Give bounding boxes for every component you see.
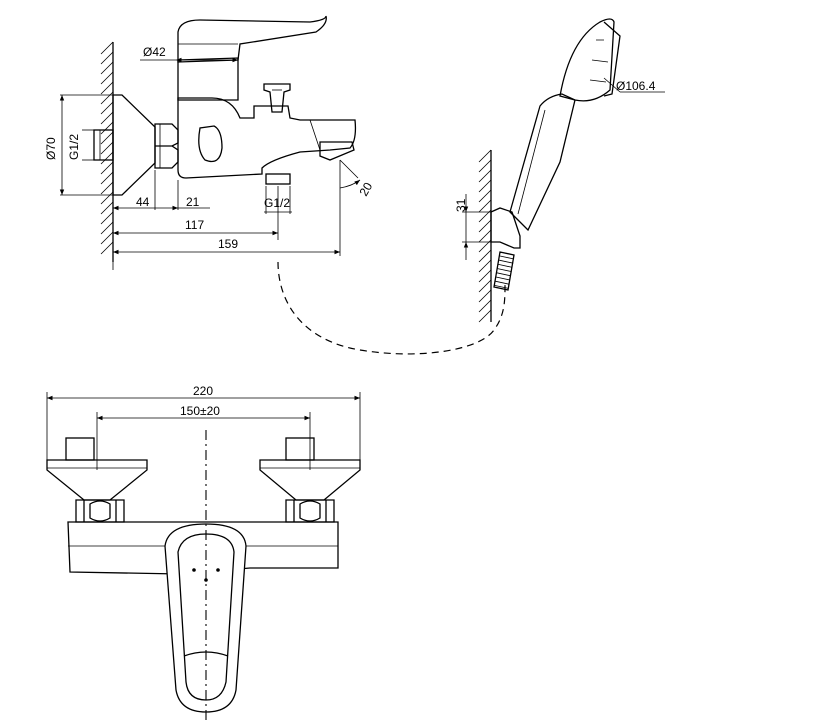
connection-nut <box>154 123 179 169</box>
inlet-pipe <box>93 129 114 161</box>
dim-21: 21 <box>186 195 200 209</box>
shower-head <box>559 18 615 102</box>
cartridge <box>177 57 239 101</box>
left-nut <box>75 499 125 523</box>
front-view: 220 150±20 <box>46 384 361 722</box>
dim-flange-diameter: Ø70 <box>44 137 58 160</box>
dim-spout-angle: 20 <box>356 180 375 199</box>
dim-159: 159 <box>218 237 238 251</box>
dim-handle-diameter: Ø42 <box>143 45 166 59</box>
front-mixer-body <box>67 521 339 575</box>
dim-outlet-thread: G1/2 <box>264 196 290 210</box>
mixer-body <box>177 97 357 179</box>
body-detail <box>198 125 223 163</box>
spout-tip <box>319 141 355 161</box>
dim-shower-head-diameter: Ø106.4 <box>616 79 656 93</box>
shower-holder <box>490 207 521 249</box>
shower-outlet <box>265 173 291 185</box>
shower-hose <box>277 261 506 355</box>
right-nut <box>285 499 335 523</box>
dim-overall-width: 220 <box>193 384 213 398</box>
front-lever-inner <box>177 533 235 701</box>
diverter-knob <box>263 83 291 113</box>
wall-hatch <box>100 41 114 262</box>
lever-handle <box>177 15 327 63</box>
hand-shower-view: Ø106.4 31 <box>454 18 665 323</box>
hose-connector <box>493 251 515 291</box>
dim-holder-height: 31 <box>454 198 468 212</box>
dim-44: 44 <box>136 195 150 209</box>
dim-center-distance: 150±20 <box>180 404 220 418</box>
left-inlet-pipe <box>65 437 95 461</box>
dim-117: 117 <box>185 218 204 232</box>
shower-handle <box>509 93 576 232</box>
wall-flange <box>112 94 156 196</box>
dim-inlet-thread: G1/2 <box>67 134 81 160</box>
side-view: Ø42 Ø70 G1/2 44 21 G1/2 20 117 <box>44 15 375 270</box>
